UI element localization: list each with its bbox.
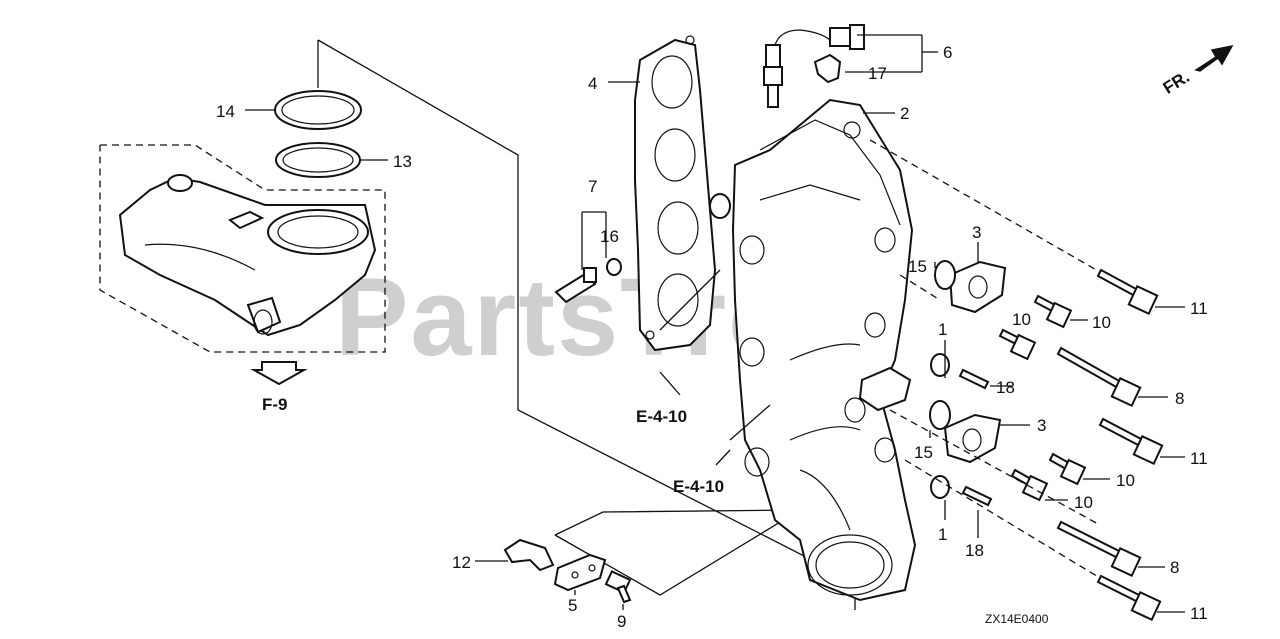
sealing-ring [709, 193, 731, 219]
bolt-10-c [1048, 452, 1087, 486]
temperature-sensor-7 [554, 267, 597, 304]
o-ring-14 [274, 90, 362, 130]
bolt-10-d [1010, 468, 1049, 502]
front-label: FR. [1160, 67, 1193, 98]
callout-6: 6 [943, 43, 952, 62]
callout-16: 16 [600, 227, 619, 246]
callout-18-lower: 18 [965, 541, 984, 560]
leader-lines [245, 34, 1185, 613]
bolt-11-bottom [1096, 574, 1162, 622]
callout-10-a: 10 [1012, 310, 1031, 329]
hose-clamp-12 [503, 538, 555, 572]
callout-17: 17 [868, 64, 887, 83]
gasket-15-upper [934, 260, 956, 290]
callout-12: 12 [452, 553, 471, 572]
flange-3-upper [948, 260, 1007, 314]
callout-15-lower: 15 [914, 443, 933, 462]
front-direction-marker: FR. [1160, 44, 1234, 98]
callout-2: 2 [900, 104, 909, 123]
callout-15-upper: 15 [908, 257, 927, 276]
gasket-15-lower [929, 400, 951, 430]
f9-direction-arrow [250, 361, 308, 386]
bolt-11-middle [1098, 417, 1164, 466]
callout-8-upper: 8 [1175, 389, 1184, 408]
bolt-8-upper [1056, 346, 1142, 408]
callout-10-d: 10 [1074, 493, 1093, 512]
callout-4: 4 [588, 74, 597, 93]
bolt-10-b [998, 328, 1037, 361]
callout-5: 5 [568, 596, 577, 615]
bolt-18-lower [961, 485, 993, 507]
callout-11-top: 11 [1190, 299, 1208, 318]
callout-11-bottom: 11 [1190, 604, 1208, 623]
flange-3-lower [943, 413, 1002, 464]
callout-1-upper: 1 [938, 320, 947, 339]
washer-16 [606, 258, 622, 276]
callout-13: 13 [393, 152, 412, 171]
callout-11-middle: 11 [1190, 449, 1208, 468]
callout-8-lower: 8 [1170, 558, 1179, 577]
callout-3-lower: 3 [1037, 416, 1046, 435]
callout-18-upper: 18 [996, 378, 1015, 397]
callout-10-c: 10 [1116, 471, 1135, 490]
callout-labels: 14 13 4 2 6 17 7 16 3 15 10 10 11 1 18 8… [216, 43, 1208, 631]
callout-9: 9 [617, 612, 626, 631]
group-dashed-outline [99, 144, 386, 353]
bolt-8-lower [1056, 520, 1142, 578]
sensor-clip-17 [813, 53, 842, 84]
callout-1-lower: 1 [938, 525, 947, 544]
diagram-code: ZX14E0400 [985, 612, 1049, 626]
callout-10-b: 10 [1092, 313, 1111, 332]
reference-e-4-10-upper[interactable]: E-4-10 [636, 407, 687, 426]
collar-1-lower [930, 475, 950, 499]
bolt-18-upper [958, 368, 990, 390]
bracket-5 [553, 553, 607, 592]
reference-f9[interactable]: F-9 [262, 395, 288, 414]
manifold-flange-pad [858, 366, 912, 412]
collar-1-upper [930, 353, 950, 377]
oxygen-sensor-6 [763, 24, 865, 108]
thermostat-cover-group [99, 90, 386, 386]
callout-7: 7 [588, 177, 597, 196]
callout-3-upper: 3 [972, 223, 981, 242]
reference-e-4-10-lower[interactable]: E-4-10 [673, 477, 724, 496]
exhaust-manifold-2 [731, 98, 917, 602]
callout-14: 14 [216, 102, 235, 121]
bolt-11-top [1096, 268, 1159, 316]
bolt-9 [604, 570, 632, 604]
front-arrow-icon [1194, 44, 1234, 72]
thermostat-cover [118, 174, 377, 337]
bolt-10-a [1033, 294, 1073, 329]
exhaust-manifold-gasket-4 [634, 35, 717, 352]
